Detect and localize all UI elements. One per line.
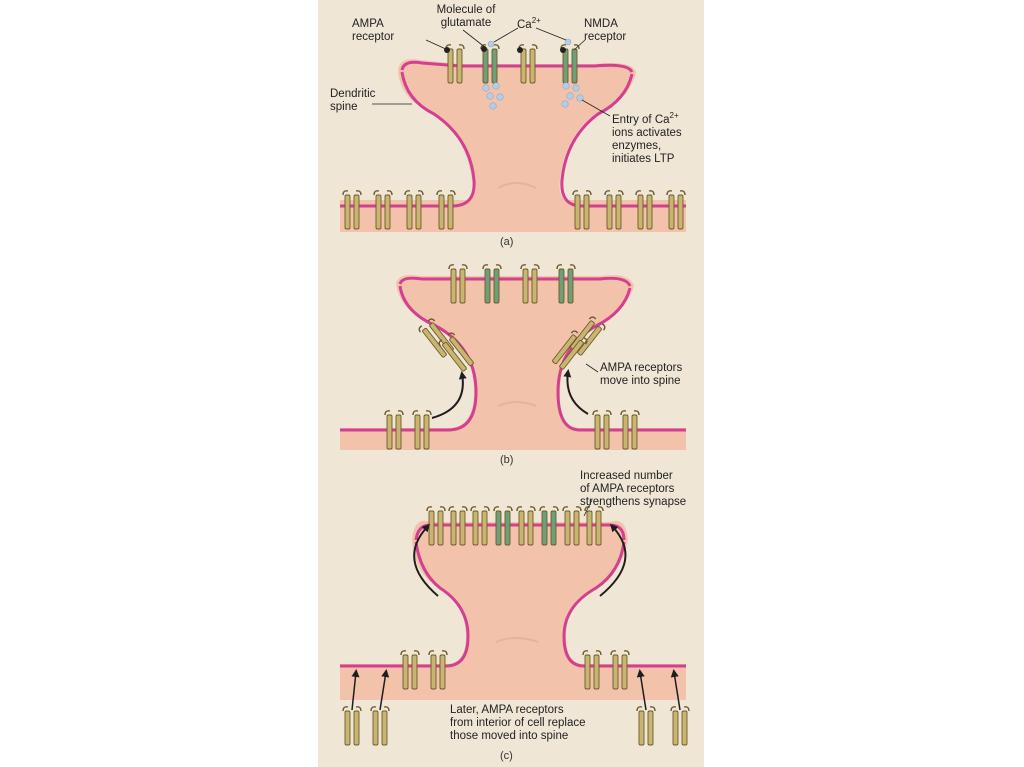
nmda-receptor-label: NMDA receptor [584, 18, 626, 44]
label-line: move into spine [600, 375, 681, 387]
label-line: Increased number [580, 470, 673, 482]
leader-line [462, 29, 487, 49]
ampa-receptor-icon [370, 706, 390, 746]
entry-calcium-label: Entry of Ca2+ ions activates enzymes, in… [612, 111, 682, 166]
spine-neck-membrane-right-c [562, 541, 686, 668]
label-line: Later, AMPA receptors [450, 704, 564, 716]
increased-number-label: Increased number of AMPA receptors stren… [580, 470, 686, 509]
dendritic-spine-a [340, 59, 686, 226]
leader-line [581, 99, 611, 117]
panel-b-tag: (b) [500, 454, 514, 466]
calcium-label: Ca2+ [517, 16, 541, 32]
leader-line [425, 39, 449, 51]
calcium-ion-icon [482, 38, 584, 110]
ampa-move-label: AMPA receptors move into spine [600, 362, 682, 388]
label-line: spine [330, 101, 358, 113]
neck-highlight-a [497, 182, 537, 189]
leader-line [585, 363, 599, 373]
glutamate-molecule-icon [444, 47, 450, 53]
label-line: Molecule of [436, 4, 496, 16]
label-line: Entry of Ca [612, 114, 670, 126]
glutamate-molecule-icon [560, 47, 566, 53]
straight-arrow-icon [379, 669, 390, 711]
label-line: AMPA [352, 18, 384, 30]
leader-line [573, 39, 586, 51]
panel-c [340, 499, 690, 746]
label-line: initiates LTP [612, 153, 675, 165]
curved-arrow-icon [563, 369, 589, 415]
panel-b [340, 264, 686, 450]
spine-head-membrane-b [398, 276, 632, 287]
label-line: NMDA [584, 18, 618, 30]
label-line: AMPA receptors [600, 362, 683, 374]
label-line: ions activates [612, 127, 682, 139]
label-line: glutamate [440, 17, 492, 29]
spine-neck-membrane-right-a [560, 73, 686, 208]
panel-a [340, 27, 686, 232]
spine-neck-membrane-right-b [556, 287, 686, 432]
spine-neck-membrane-left-c [340, 541, 470, 668]
straight-arrow-icon [636, 669, 647, 711]
curved-arrow-icon [599, 523, 627, 597]
curved-arrow-icon [413, 523, 439, 597]
glutamate-molecule-icon [517, 47, 523, 53]
ampa-receptor-label: AMPA receptor [352, 18, 394, 44]
neck-highlight-c [495, 637, 539, 643]
glutamate-label: Molecule of glutamate [418, 4, 514, 30]
label-line: enzymes, [612, 140, 662, 152]
dendritic-spine-b [340, 275, 686, 446]
dendritic-spine-c [340, 520, 686, 684]
ampa-receptor-icon [342, 706, 362, 746]
label-line: strengthens synapse [580, 496, 687, 508]
superscript: 2+ [669, 111, 679, 121]
label-line: of AMPA receptors [580, 483, 675, 495]
label-line: those moved into spine [450, 730, 569, 742]
leader-line [583, 499, 593, 517]
leader-line [535, 27, 567, 41]
panel-a-tag: (a) [500, 236, 514, 248]
ampa-receptor-icon [670, 706, 690, 746]
panel-c-tag: (c) [500, 750, 513, 762]
neck-highlight-b [497, 401, 537, 407]
leader-line [493, 27, 519, 43]
label-line: from interior of cell replace [450, 717, 586, 729]
ampa-receptor-icon [636, 706, 656, 746]
label-line: Dendritic [330, 88, 376, 100]
dendritic-spine-label: Dendritic spine [330, 88, 375, 114]
label-line: receptor [584, 31, 627, 43]
later-replace-label: Later, AMPA receptors from interior of c… [450, 704, 586, 743]
superscript: 2+ [531, 16, 541, 26]
label-line: receptor [352, 31, 395, 43]
straight-arrow-icon [351, 669, 360, 711]
straight-arrow-icon [670, 669, 681, 711]
curved-arrow-icon [431, 371, 467, 419]
spine-neck-membrane-left-a [340, 71, 476, 208]
label-line: Ca [517, 19, 532, 31]
